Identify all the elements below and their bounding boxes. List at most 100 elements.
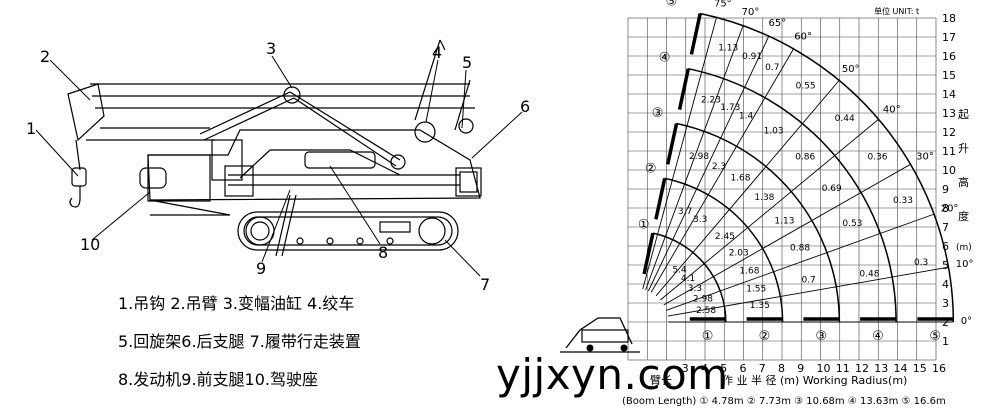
angle-ray xyxy=(655,80,840,297)
x-tick-label: 15 xyxy=(913,362,927,375)
angle-label: 0° xyxy=(961,316,972,327)
callout-1: 1 xyxy=(26,119,36,138)
callout-6: 6 xyxy=(520,97,530,116)
angle-label: 40° xyxy=(883,105,901,116)
y-tick-label: 4 xyxy=(942,278,949,291)
angle-ray xyxy=(663,163,911,306)
load-value: 0.33 xyxy=(893,196,913,206)
load-value: 0.55 xyxy=(796,81,816,91)
callout-10: 10 xyxy=(80,235,100,254)
superstructure-drawing xyxy=(147,129,482,201)
boom-number-base: ② xyxy=(759,329,771,344)
chart-arcs xyxy=(652,12,955,323)
load-value: 2.45 xyxy=(715,232,735,242)
y-tick-label: 11 xyxy=(942,145,956,158)
angle-ray xyxy=(650,48,794,293)
angle-ray xyxy=(648,35,770,292)
load-value: 0.3 xyxy=(914,258,928,268)
y-tick-label: 15 xyxy=(942,69,956,82)
load-value: 4.1 xyxy=(681,274,695,284)
x-axis-prefix: 臂长 xyxy=(650,374,672,387)
load-value: 3.3 xyxy=(693,215,707,225)
y-title-char-0: 起 xyxy=(958,108,969,121)
y-tick-label: 16 xyxy=(942,50,956,63)
y-tick-label: 10 xyxy=(942,164,956,177)
angle-label: 65° xyxy=(769,18,787,29)
boom-number-base: ⑤ xyxy=(929,329,941,344)
angle-label: 10° xyxy=(956,259,974,270)
load-value: 2.98 xyxy=(689,152,709,162)
load-value: 2.98 xyxy=(693,295,713,305)
load-value: 1.4 xyxy=(739,112,754,122)
load-value: 0.86 xyxy=(795,153,815,163)
y-title-char-3: 度 xyxy=(958,209,969,223)
load-value: 1.68 xyxy=(739,267,759,277)
legend-line-1: 1.吊钩 2.吊臂 3.变幅油缸 4.绞车 xyxy=(118,294,355,313)
boom-length-caption: (Boom Length) ① 4.78m ② 7.73m ③ 10.68m ④… xyxy=(622,396,946,407)
boom-arc xyxy=(664,177,784,323)
boom-segment xyxy=(654,177,667,220)
callout-5: 5 xyxy=(462,53,472,72)
winch-drawing xyxy=(414,39,474,143)
y-tick-label: 14 xyxy=(942,88,956,101)
angle-ray xyxy=(660,118,879,301)
unit-label: 单位 UNIT: t xyxy=(874,6,919,16)
boom-number-base: ③ xyxy=(815,329,827,344)
load-value: 3.3 xyxy=(688,284,702,294)
load-value: 0.7 xyxy=(801,275,815,285)
crawler-track-drawing xyxy=(237,211,459,251)
callout-3: 3 xyxy=(266,39,276,58)
load-value: 1.13 xyxy=(774,217,794,227)
y-axis-title: 起 升 高 度 (m) xyxy=(956,108,972,253)
callout-7: 7 xyxy=(480,275,490,294)
x-tick-label: 6 xyxy=(740,362,747,375)
load-value: 0.36 xyxy=(867,152,887,162)
y-tick-label: 7 xyxy=(942,221,949,234)
load-value: 3.7 xyxy=(678,207,692,217)
boom-number: ④ xyxy=(659,50,671,65)
boom-number-base: ① xyxy=(702,329,714,344)
load-value: 1.73 xyxy=(720,103,740,113)
callout-4: 4 xyxy=(432,43,442,62)
y-title-char-1: 升 xyxy=(958,142,969,155)
angle-ray xyxy=(666,213,935,311)
boom-number: ③ xyxy=(652,106,664,121)
load-value: 1.68 xyxy=(730,173,750,183)
x-tick-label: 12 xyxy=(855,362,869,375)
load-value: 5.4 xyxy=(672,266,687,276)
load-value: 2.58 xyxy=(696,306,716,316)
y-tick-label: 17 xyxy=(942,31,956,44)
angle-ray xyxy=(642,17,717,290)
boom-arc xyxy=(676,122,841,323)
load-value: 1.55 xyxy=(746,284,766,294)
operator-seat-drawing xyxy=(139,154,231,216)
load-value: 0.48 xyxy=(859,269,879,279)
y-tick-label: 1 xyxy=(942,335,949,348)
x-tick-label: 9 xyxy=(797,362,804,375)
callout-2: 2 xyxy=(40,47,50,66)
boom-arc xyxy=(688,67,897,323)
y-title-char-4: (m) xyxy=(956,243,972,253)
y-tick-label: 8 xyxy=(942,202,949,215)
angle-label: 50° xyxy=(842,64,860,75)
y-tick-label: 6 xyxy=(942,240,949,253)
y-title-char-2: 高 xyxy=(958,175,969,189)
x-tick-label: 4 xyxy=(701,362,708,375)
y-tick-label: 9 xyxy=(942,183,949,196)
x-tick-label: 16 xyxy=(932,362,946,375)
callout-8: 8 xyxy=(378,243,388,262)
hook-drawing xyxy=(69,139,87,208)
boom-segment xyxy=(677,68,691,110)
boom-segment xyxy=(666,123,679,165)
y-tick-label: 18 xyxy=(942,12,956,25)
callout-numbers: 1 2 3 4 5 6 7 8 9 10 xyxy=(26,39,530,294)
luffing-cylinder-drawing xyxy=(199,86,406,170)
angle-label: 70° xyxy=(742,7,760,18)
angle-ray xyxy=(645,25,744,291)
boom-segment xyxy=(642,232,655,275)
